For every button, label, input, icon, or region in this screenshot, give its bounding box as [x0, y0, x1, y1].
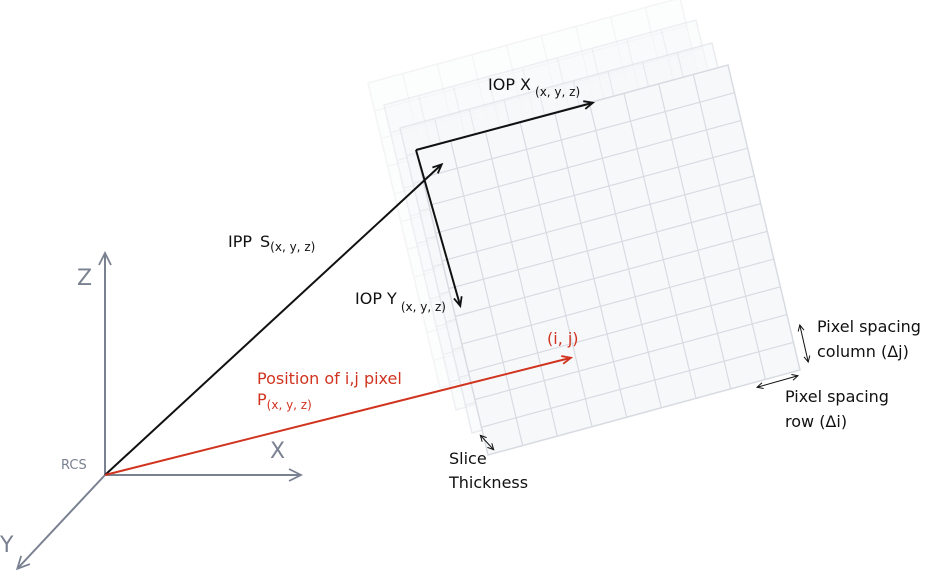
grid-row-line — [461, 258, 774, 345]
pixel-spacing-column-label: Pixel spacing column (Δj) — [817, 317, 926, 361]
iop-y-vector — [415, 149, 460, 305]
pixel-spacing-column-arrow — [800, 326, 808, 361]
iop-x-label: IOP X(x, y, z) — [488, 75, 580, 99]
y-axis — [15, 474, 106, 571]
grid-column-line — [554, 112, 628, 418]
grid-column-line — [484, 130, 558, 437]
grid-row-line — [374, 25, 687, 112]
position-label: Position of i,j pixel — [257, 369, 402, 388]
pixel-position-vector — [104, 358, 570, 476]
grid-row-line — [422, 92, 735, 179]
rcs-origin-label: RCS — [61, 458, 87, 473]
slice-thickness-label: Slice Thickness — [448, 449, 528, 492]
grid-row-line — [448, 203, 761, 290]
grid-column-line — [692, 74, 766, 380]
rcs-axes — [15, 250, 304, 571]
z-axis-label: Z — [77, 266, 92, 291]
grid-row-line — [442, 175, 755, 262]
grid-row-line — [474, 313, 788, 401]
grid-column-line — [519, 121, 593, 427]
image-slice-stack — [367, 0, 801, 456]
front-image-slice — [415, 64, 801, 456]
grid-column-line — [450, 140, 524, 446]
iop-y-label: IOP Y(x, y, z) — [355, 289, 446, 314]
y-axis-label: Y — [0, 533, 14, 558]
pixel-spacing-row-label: Pixel spacing row (Δi) — [785, 387, 894, 431]
x-axis-label: X — [270, 439, 285, 464]
slice-thickness-arrow — [481, 436, 493, 449]
pixel-spacing-row-arrow — [758, 376, 797, 387]
ipp-vector — [104, 165, 441, 476]
grid-row-line — [481, 341, 794, 428]
grid-row-line — [428, 119, 742, 207]
grid-row-line — [455, 230, 768, 317]
iop-x-vector — [415, 103, 592, 151]
position-symbol: P(x, y, z) — [257, 390, 312, 412]
ij-label: (i, j) — [547, 329, 579, 348]
grid-column-line — [588, 102, 662, 408]
grid-row-line — [435, 147, 748, 234]
grid-column-line — [623, 93, 697, 399]
grid-row-line — [468, 286, 781, 373]
grid-column-line — [658, 83, 732, 390]
